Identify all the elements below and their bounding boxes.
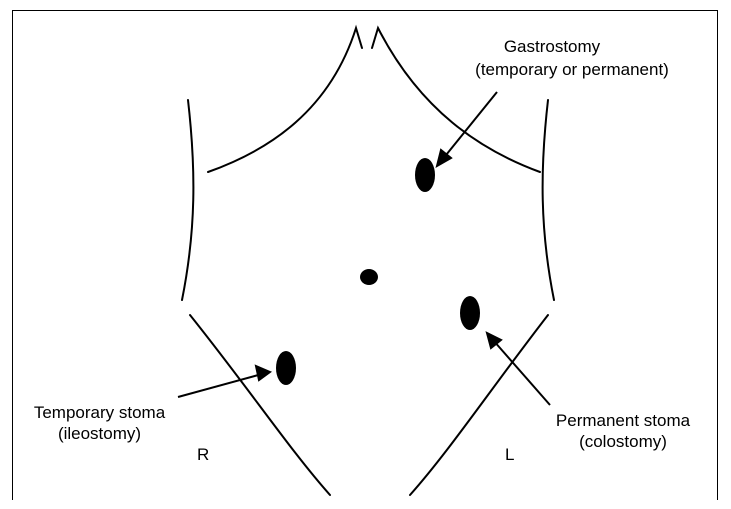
permanent-stoma-label-line2: (colostomy) (543, 431, 703, 452)
temporary-stoma-label: Temporary stoma (ileostomy) (22, 402, 177, 444)
right-iliac-outline (190, 315, 330, 495)
gastrostomy-label-line1: Gastrostomy (477, 36, 627, 57)
temporary-stoma-label-line2: (ileostomy) (22, 423, 177, 444)
permanent-stoma-label-line1: Permanent stoma (543, 410, 703, 431)
right-flank-outline (182, 100, 193, 300)
umbilicus (360, 269, 378, 285)
left-flank-outline (543, 100, 554, 300)
left-costal-margin (208, 28, 362, 172)
left-iliac-outline (410, 315, 548, 495)
temporary-stoma-label-line1: Temporary stoma (22, 402, 177, 423)
permanent-stoma-label: Permanent stoma (colostomy) (543, 410, 703, 452)
gastrostomy-label: Gastrostomy (477, 36, 627, 57)
gastrostomy-label-sub: (temporary or permanent) (457, 59, 687, 80)
left-side-marker: L (505, 444, 514, 465)
right-side-marker: R (197, 444, 209, 465)
colostomy-stoma (460, 296, 480, 330)
ileostomy-stoma (276, 351, 296, 385)
gastrostomy-stoma (415, 158, 435, 192)
gastrostomy-arrow (442, 92, 497, 160)
gastrostomy-label-line2: (temporary or permanent) (457, 59, 687, 80)
ileostomy-arrowhead (256, 366, 270, 380)
